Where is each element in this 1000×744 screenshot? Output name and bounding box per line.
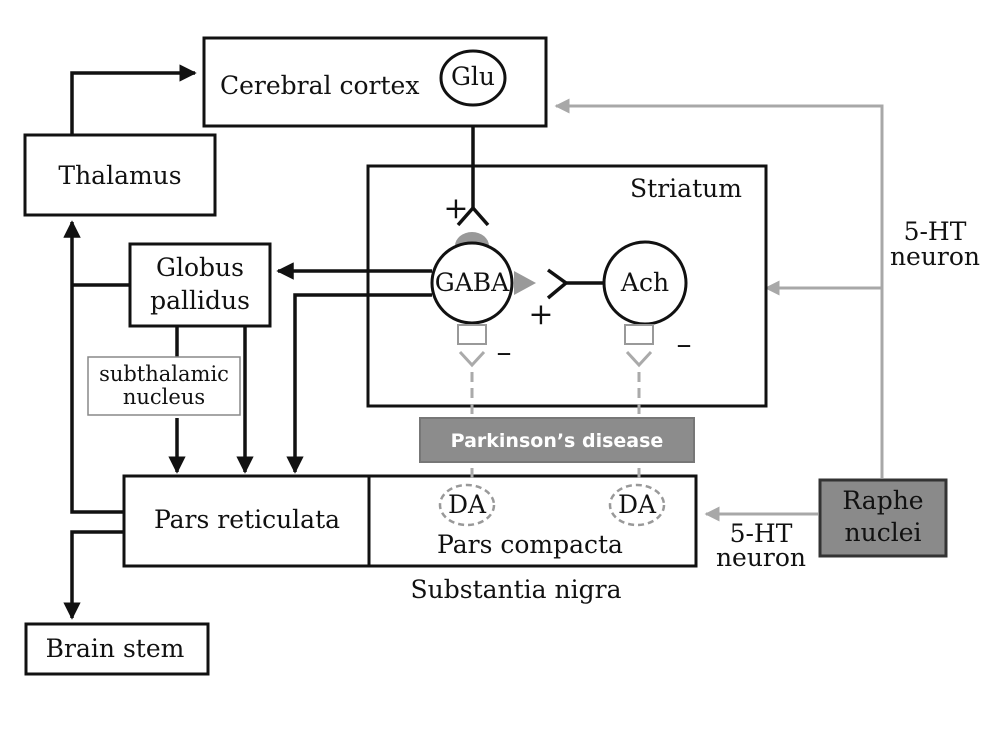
parkinsons-disease-bar	[419, 417, 695, 463]
glu-label: Glu	[451, 62, 495, 91]
raphe-nuclei-label-line1: Raphe	[842, 486, 923, 515]
pars-compacta-label: Pars compacta	[437, 530, 623, 559]
subthalamic-label-line2: nucleus	[123, 385, 205, 409]
ht-top-label-line2: neuron	[890, 242, 980, 271]
da-right-label: DA	[618, 490, 657, 519]
ach-label: Ach	[620, 268, 669, 297]
nigra-to-brainstem-path	[63, 530, 124, 620]
striatum-box	[366, 164, 768, 408]
gaba-label: GABA	[435, 268, 510, 297]
subthalamic-nucleus-box	[87, 356, 241, 416]
substantia-nigra-label: Substantia nigra	[411, 575, 622, 604]
ht-bottom-label-line1: 5-HT	[730, 519, 793, 548]
globus-pallidus-label-line1: Globus	[156, 253, 244, 282]
raphe-to-cortex-path	[554, 98, 884, 478]
ach-d2-receptor	[624, 324, 654, 345]
cerebral-cortex-label: Cerebral cortex	[220, 71, 419, 100]
raphe-nuclei-box	[818, 478, 948, 558]
thalamus-label: Thalamus	[58, 161, 181, 190]
ach-plus-sign: +	[528, 297, 553, 332]
globus-pallidus-label-line2: pallidus	[150, 286, 250, 315]
globus-pallidus-box	[128, 242, 272, 328]
thalamus-to-cortex-path	[70, 64, 197, 135]
serotonin-pathways	[554, 98, 884, 522]
da-left-label: DA	[448, 490, 487, 519]
gaba-da-synapse	[458, 350, 486, 368]
glu-neuron	[439, 49, 507, 107]
gaba-d2-receptor	[457, 324, 487, 345]
ach-minus-sign: –	[677, 327, 692, 362]
gaba-neuron	[430, 232, 536, 368]
gaba-minus-sign: –	[497, 335, 512, 370]
ach-neuron	[602, 240, 688, 368]
ht-top-label-line1: 5-HT	[904, 217, 967, 246]
brain-stem-label: Brain stem	[46, 634, 185, 663]
da-right-neuron	[608, 483, 666, 527]
ht-bottom-label-line2: neuron	[716, 543, 806, 572]
gaba-cell-body	[430, 241, 514, 325]
dark-pathways	[63, 64, 605, 620]
pars-reticulata-label: Pars reticulata	[154, 505, 340, 534]
nigra-to-thalamus-path	[63, 220, 124, 514]
gaba-to-ach-synapse-terminal	[546, 268, 569, 300]
substantia-nigra-box	[122, 474, 698, 568]
striatum-label: Striatum	[630, 174, 742, 203]
parkinsons-disease-label: Parkinson’s disease	[451, 430, 664, 452]
raphe-nuclei-label-line2: nuclei	[845, 518, 922, 547]
da-left-neuron	[438, 483, 496, 527]
subthalamic-label-line1: subthalamic	[99, 362, 229, 386]
brain-stem-box	[24, 622, 210, 676]
gaba-to-reticulata-path	[286, 293, 432, 474]
glu-synapse-terminal	[456, 205, 490, 227]
ach-da-synapse	[625, 350, 653, 368]
thalamus-box	[23, 133, 217, 217]
glu-plus-sign: +	[443, 191, 468, 226]
gaba-output-triangle	[514, 271, 536, 295]
